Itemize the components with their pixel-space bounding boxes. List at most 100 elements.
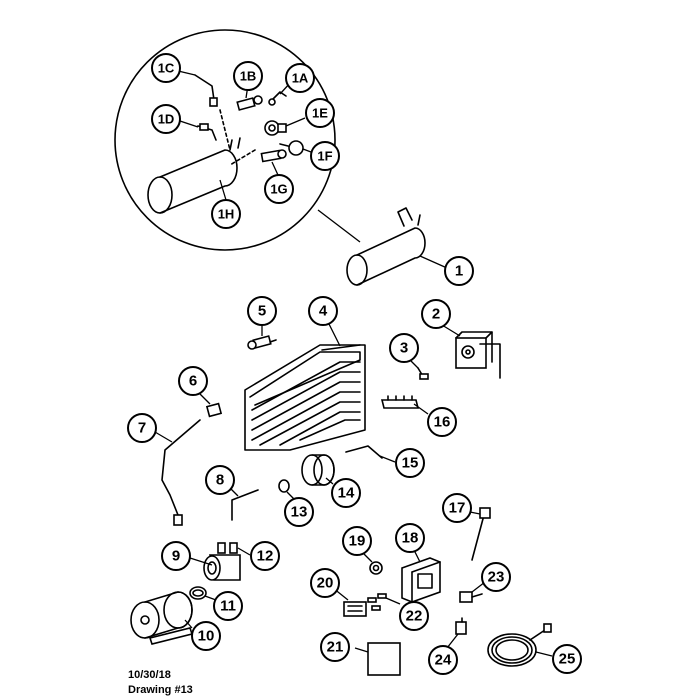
plug-adapter[interactable] [455, 617, 467, 635]
thermostat-control[interactable] [455, 331, 501, 379]
callout-3[interactable]: 3 [389, 333, 419, 363]
lock-nut[interactable] [369, 561, 383, 575]
pump-fittings[interactable] [217, 542, 238, 554]
svg-text:19: 19 [349, 533, 366, 550]
heater-tank[interactable] [346, 207, 426, 286]
svg-text:7: 7 [138, 420, 146, 437]
svg-text:1F: 1F [317, 149, 332, 164]
callout-18[interactable]: 18 [395, 523, 425, 553]
wire-connectors[interactable] [367, 593, 387, 611]
callout-8[interactable]: 8 [205, 465, 235, 495]
svg-text:5: 5 [258, 303, 266, 320]
temperature-probe[interactable] [471, 507, 491, 561]
svg-text:21: 21 [327, 639, 344, 656]
callout-14[interactable]: 14 [331, 478, 361, 508]
svg-text:11: 11 [220, 598, 236, 615]
callout-2[interactable]: 2 [421, 299, 451, 329]
cooling-coil[interactable] [244, 344, 366, 451]
elbow-fitting-1d [197, 123, 217, 141]
fitting-tube-detail [194, 74, 218, 107]
callout-17[interactable]: 17 [442, 493, 472, 523]
junction-box[interactable] [401, 557, 441, 603]
callout-9[interactable]: 9 [161, 541, 191, 571]
flange-fitting-1e [264, 120, 287, 136]
callout-21[interactable]: 21 [320, 632, 350, 662]
svg-text:1E: 1E [312, 106, 328, 121]
svg-text:6: 6 [189, 373, 197, 390]
callout-1c[interactable]: 1C [151, 53, 181, 83]
svg-text:22: 22 [406, 608, 423, 625]
drawing-number: Drawing #13 [128, 684, 193, 696]
relay[interactable] [343, 601, 367, 617]
svg-text:16: 16 [434, 414, 451, 431]
power-cord[interactable] [487, 623, 552, 667]
callout-22[interactable]: 22 [399, 601, 429, 631]
svg-text:2: 2 [432, 306, 440, 323]
svg-text:1: 1 [455, 263, 463, 280]
callout-6[interactable]: 6 [178, 366, 208, 396]
callout-12[interactable]: 12 [250, 541, 280, 571]
svg-text:1D: 1D [158, 112, 175, 127]
svg-text:3: 3 [400, 340, 408, 357]
callout-1g[interactable]: 1G [264, 174, 294, 204]
hose-clamp[interactable] [189, 586, 207, 600]
svg-text:23: 23 [488, 569, 505, 586]
pump-body[interactable] [203, 554, 241, 581]
svg-text:1C: 1C [158, 61, 175, 76]
callout-1a[interactable]: 1A [285, 63, 315, 93]
callout-1d[interactable]: 1D [151, 104, 181, 134]
svg-text:12: 12 [257, 548, 274, 565]
callout-16[interactable]: 16 [427, 407, 457, 437]
callout-1h[interactable]: 1H [211, 199, 241, 229]
callout-23[interactable]: 23 [481, 562, 511, 592]
callout-1[interactable]: 1 [444, 256, 474, 286]
callout-15[interactable]: 15 [395, 448, 425, 478]
callout-1f[interactable]: 1F [310, 141, 340, 171]
callout-25[interactable]: 25 [552, 644, 582, 674]
callout-4[interactable]: 4 [308, 296, 338, 326]
svg-text:20: 20 [317, 575, 334, 592]
svg-text:4: 4 [319, 303, 328, 320]
pump-coupling[interactable] [301, 454, 335, 486]
svg-text:1A: 1A [292, 71, 309, 86]
callout-19[interactable]: 19 [342, 526, 372, 556]
svg-text:10: 10 [198, 628, 215, 645]
callout-7[interactable]: 7 [127, 413, 157, 443]
callout-11[interactable]: 11 [213, 591, 243, 621]
svg-text:9: 9 [172, 548, 180, 565]
sensor[interactable] [417, 367, 429, 380]
callout-5[interactable]: 5 [247, 296, 277, 326]
svg-text:1G: 1G [270, 182, 287, 197]
svg-text:25: 25 [559, 651, 576, 668]
terminal-strip[interactable] [380, 395, 420, 409]
cap-fitting-1f [279, 140, 304, 156]
drawing-date: 10/30/18 [128, 669, 171, 681]
callout-24[interactable]: 24 [428, 645, 458, 675]
svg-text:15: 15 [402, 455, 419, 472]
callout-13[interactable]: 13 [284, 497, 314, 527]
cover-plate[interactable] [367, 642, 401, 676]
fitting-nut[interactable] [205, 402, 223, 418]
svg-text:8: 8 [216, 472, 224, 489]
callout-1b[interactable]: 1B [233, 61, 263, 91]
water-tube[interactable] [161, 419, 201, 526]
svg-text:13: 13 [291, 504, 308, 521]
elbow-fitting-1a [268, 91, 287, 106]
elbow-tube[interactable] [231, 489, 259, 521]
detail-magnifier [114, 29, 361, 251]
relief-valve[interactable] [247, 335, 277, 350]
callout-20[interactable]: 20 [310, 568, 340, 598]
pump-motor[interactable] [130, 591, 194, 645]
svg-text:1H: 1H [218, 207, 235, 222]
svg-text:14: 14 [338, 485, 355, 502]
svg-text:1B: 1B [240, 69, 257, 84]
drain-hose[interactable] [345, 445, 383, 459]
callout-10[interactable]: 10 [191, 621, 221, 651]
hose-fitting[interactable] [278, 479, 290, 493]
svg-text:24: 24 [435, 652, 452, 669]
power-switch[interactable] [459, 591, 483, 603]
callout-1e[interactable]: 1E [305, 98, 335, 128]
sensor-fitting-1g [260, 149, 287, 163]
heater-tank-detail [147, 137, 241, 214]
